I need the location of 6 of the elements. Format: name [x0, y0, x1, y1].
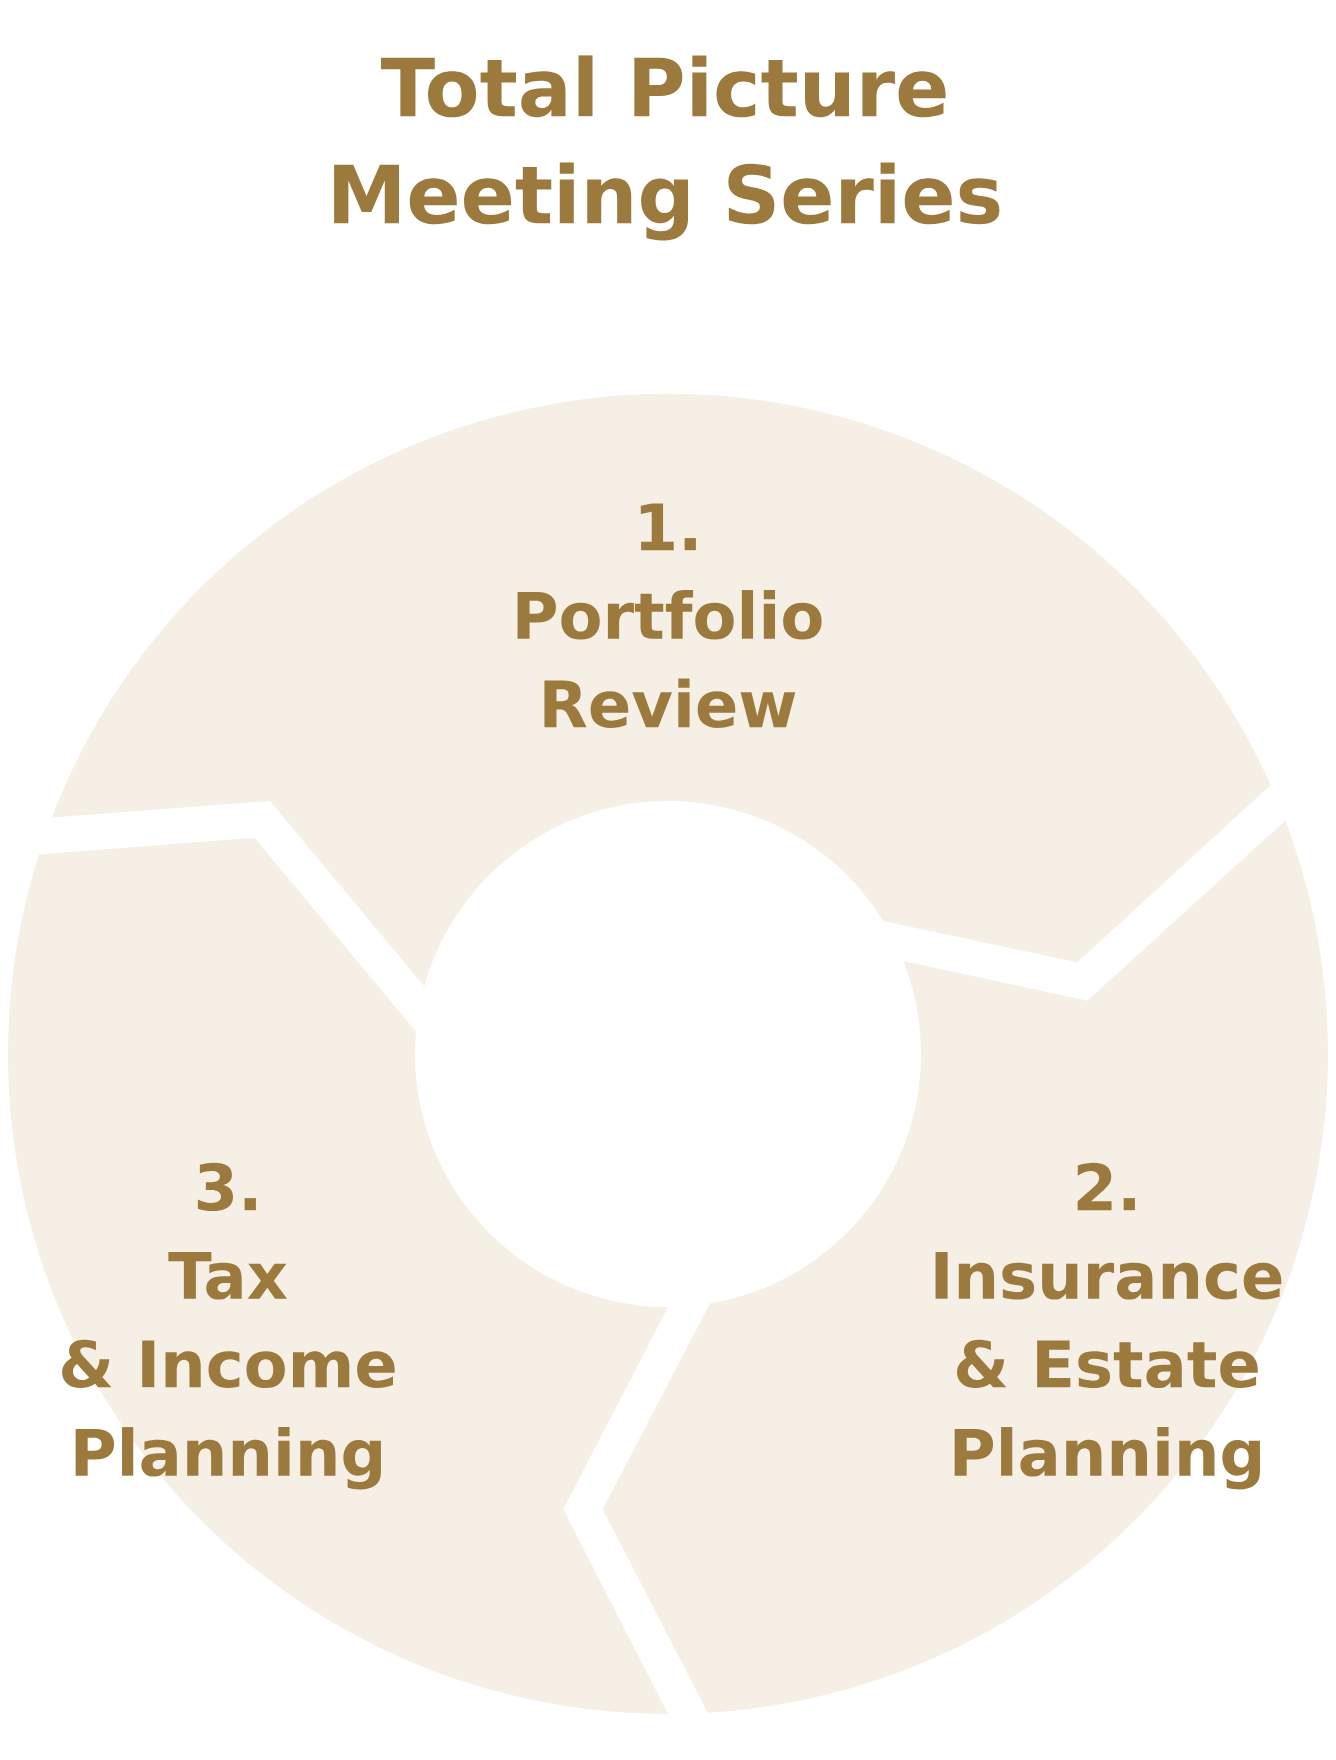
node-label: Insurance & Estate Planning	[935, 1252, 1282, 1490]
ring-segment: 3. Tax & Income Planning	[8, 837, 668, 1714]
ring-segment: 2. Insurance & Estate Planning	[602, 820, 1328, 1713]
ring-segment: 1. Portfolio Review	[51, 394, 1271, 987]
node-label: 2.	[1077, 1162, 1135, 1211]
title: Total Picture Meeting Series	[334, 55, 1000, 241]
